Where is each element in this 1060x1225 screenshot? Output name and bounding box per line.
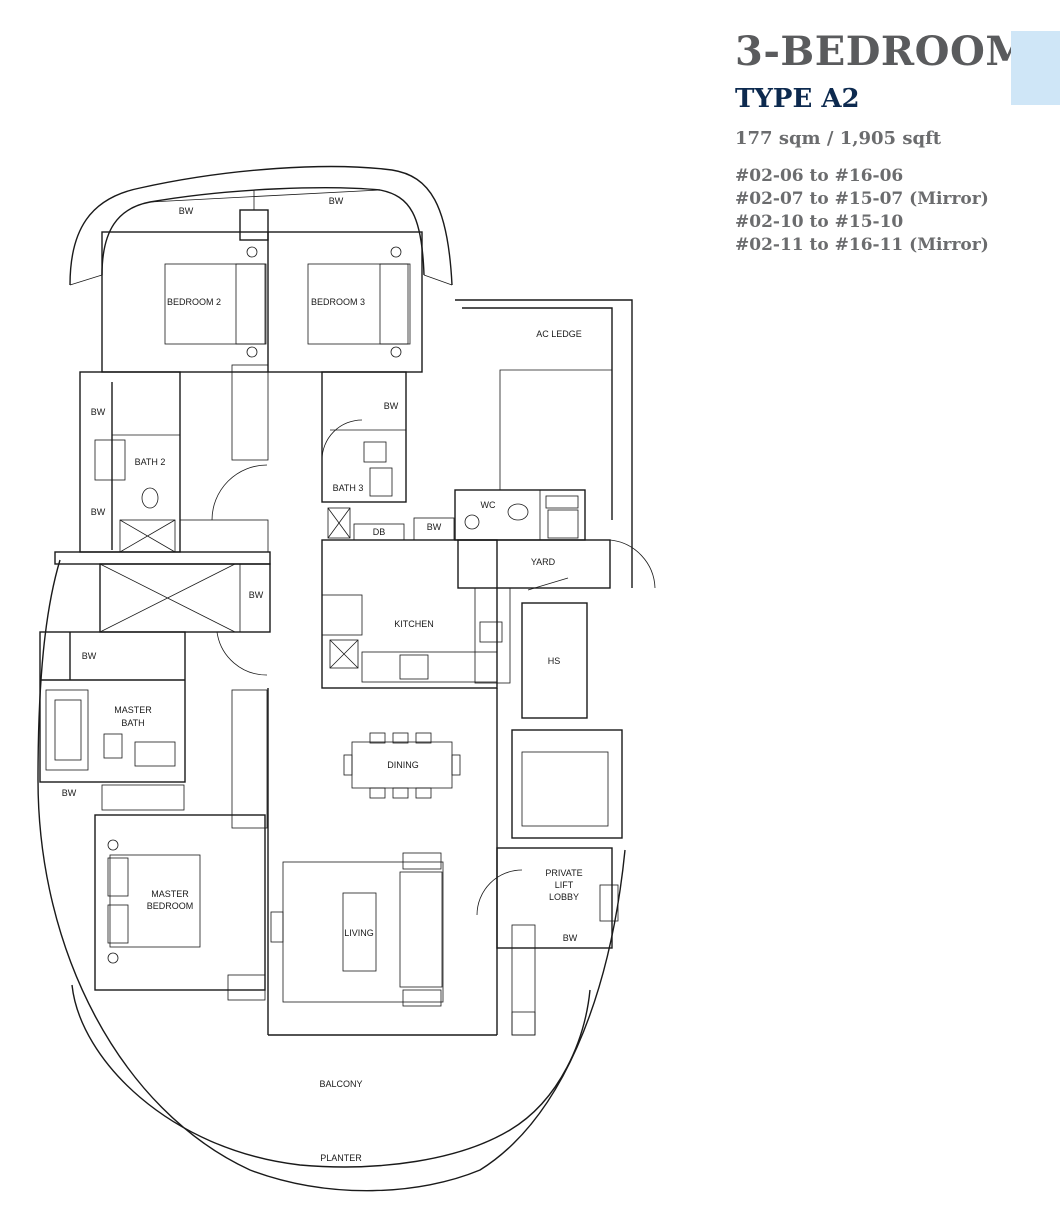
label-bw: BW [62,788,77,798]
label-private-lift-lobby: PRIVATE [545,868,582,878]
label-ac-ledge: AC LEDGE [536,329,582,339]
living-dining-zone [267,688,498,1036]
label-master-bath: BATH [121,718,144,728]
label-kitchen: KITCHEN [394,619,434,629]
kitchen-zone [321,299,656,719]
label-wc: WC [481,500,496,510]
bedrooms-zone [101,190,423,461]
unit-number-item: #02-10 to #15-10 [735,212,904,232]
label-bw: BW [179,206,194,216]
label-balcony: BALCONY [319,1079,362,1089]
label-bath3: BATH 3 [333,483,364,493]
unit-type: TYPE A2 [735,84,860,114]
section-tab [1011,31,1060,105]
label-bedroom2: BEDROOM 2 [167,297,221,307]
label-dining: DINING [387,760,419,770]
label-hs: HS [548,656,561,666]
unit-number-item: #02-06 to #16-06 [735,166,904,186]
label-bw: BW [329,196,344,206]
label-planter: PLANTER [320,1153,362,1163]
master-bath-zone [39,631,268,829]
master-bedroom-zone [94,814,266,1001]
label-bw: BW [82,651,97,661]
label-bw: BW [384,401,399,411]
label-living: LIVING [344,928,374,938]
unit-number-item: #02-07 to #15-07 (Mirror) [735,189,989,209]
label-bath2: BATH 2 [135,457,166,467]
label-bw: BW [563,933,578,943]
label-yard: YARD [531,557,556,567]
label-db: DB [373,527,386,537]
lift-lobby-zone [476,729,623,1036]
label-bw: BW [91,507,106,517]
unit-title: 3-BEDROOM [735,28,1031,75]
unit-number-item: #02-11 to #16-11 (Mirror) [735,235,989,255]
unit-area: 177 sqm / 1,905 sqft [735,128,942,149]
label-bw: BW [91,407,106,417]
room-labels: BW BW BEDROOM 2 BEDROOM 3 AC LEDGE BW BA… [62,196,583,1163]
label-bw: BW [427,522,442,532]
label-bedroom3: BEDROOM 3 [311,297,365,307]
outer-shell [37,165,626,1192]
label-private-lift-lobby: LIFT [555,880,574,890]
unit-number-list: #02-06 to #16-06 #02-07 to #15-07 (Mirro… [735,165,989,257]
label-private-lift-lobby: LOBBY [549,892,579,902]
bath3-zone [321,371,407,503]
label-master-bedroom: BEDROOM [147,901,194,911]
label-bw: BW [249,590,264,600]
label-master-bath: MASTER [114,705,152,715]
corridor-zone [54,464,271,676]
label-master-bedroom: MASTER [151,889,189,899]
